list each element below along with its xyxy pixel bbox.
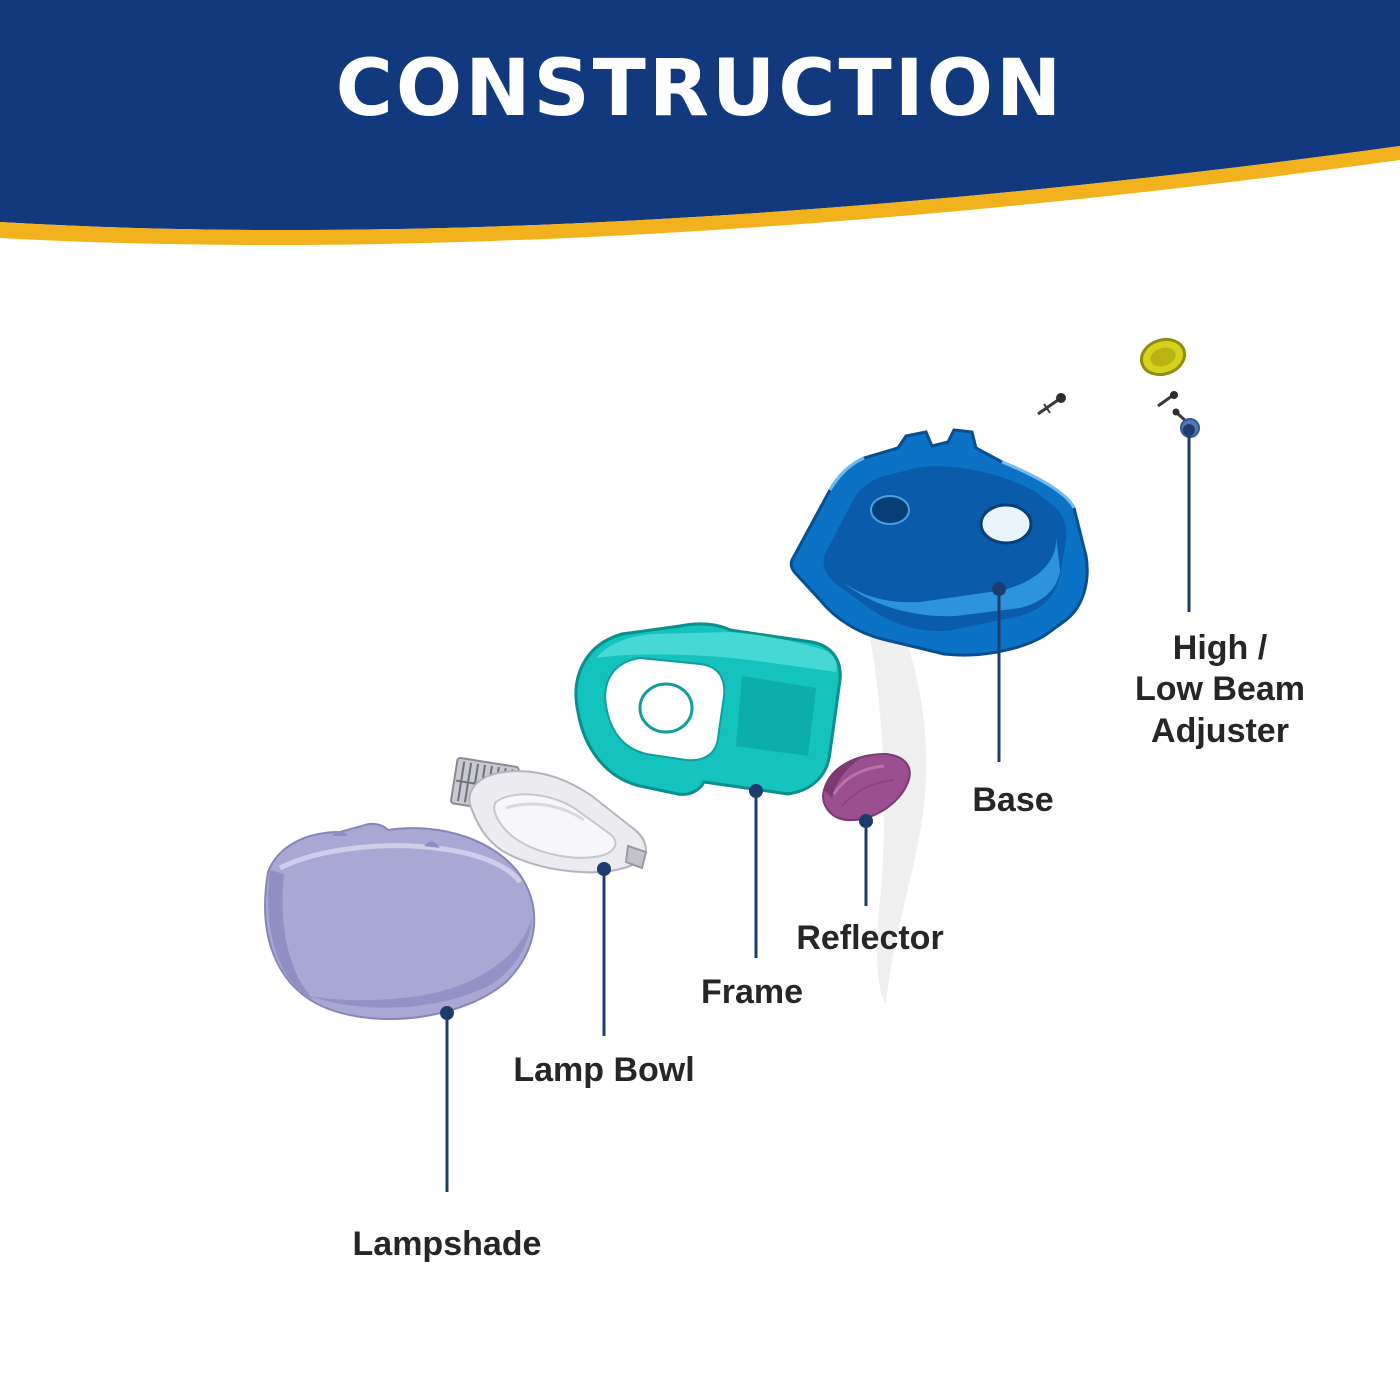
adjuster-screw-2: [1157, 391, 1178, 408]
leader-dot-base: [992, 582, 1006, 596]
lamp-bowl-part: [450, 757, 648, 874]
base-hole-right: [979, 503, 1033, 545]
label-lamp-bowl: Lamp Bowl: [513, 1051, 695, 1089]
lampshade-part: [264, 822, 536, 1021]
label-adjuster: High / Low Beam Adjuster: [1134, 629, 1306, 750]
leader-dot-lampshade: [440, 1006, 454, 1020]
label-base: Base: [972, 781, 1054, 819]
label-reflector: Reflector: [796, 919, 944, 957]
base-hole-left: [870, 495, 910, 525]
frame-opening: [604, 656, 726, 762]
header-band: [0, 0, 1400, 231]
leader-dot-frame: [749, 784, 763, 798]
adjuster-cap: [1139, 337, 1187, 377]
adjuster-screw-1: [1037, 393, 1066, 416]
label-frame: Frame: [700, 973, 804, 1011]
leader-lines: [440, 424, 1195, 1192]
header-accent-stripe: [0, 146, 1400, 245]
base-part: [789, 428, 1089, 657]
page-title: CONSTRUCTION: [335, 44, 1065, 134]
leader-dot-reflector: [859, 814, 873, 828]
leader-dot-lamp-bowl: [597, 862, 611, 876]
label-lampshade: Lampshade: [352, 1225, 542, 1263]
reflector-part: [822, 752, 911, 822]
leader-dot-adjuster: [1183, 424, 1195, 436]
adjuster-part: [1037, 337, 1200, 438]
frame-part: [574, 622, 842, 796]
